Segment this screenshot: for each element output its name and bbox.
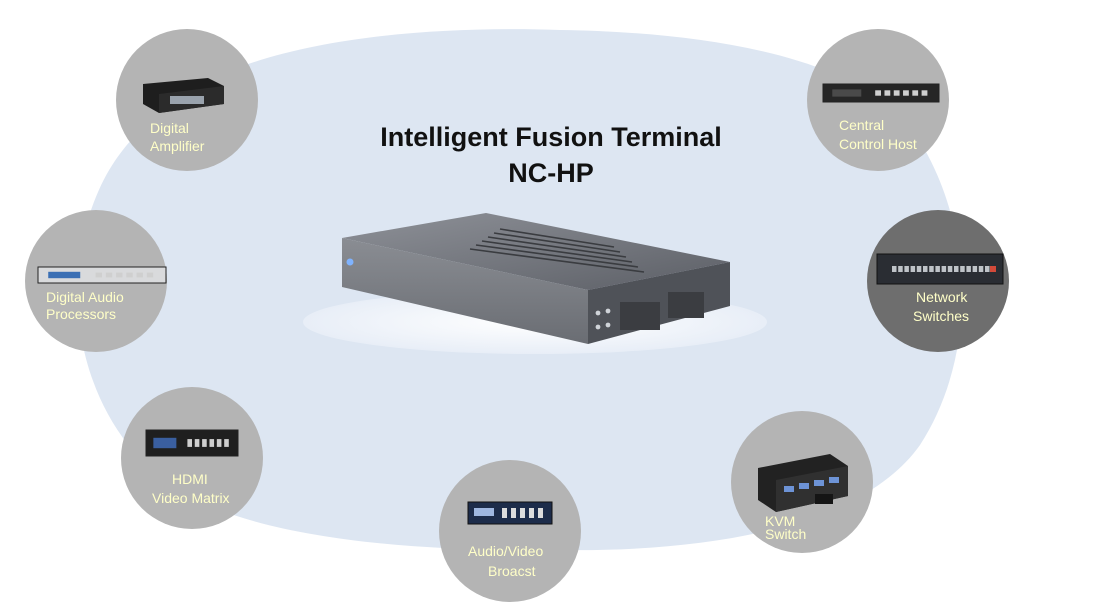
label-hdmi-video-matrix-1: HDMI	[172, 471, 208, 487]
digital-audio-processors-device-image	[37, 266, 167, 284]
label-digital-audio-processors-1: Digital Audio	[46, 289, 124, 305]
central-control-host-device-image	[822, 83, 940, 103]
device-circle	[121, 387, 263, 529]
diagram-title-line1: Intelligent Fusion Terminal	[380, 122, 722, 152]
label-digital-amplifier-2: Amplifier	[150, 138, 205, 154]
device-node-digital-audio-processors	[25, 210, 167, 352]
device-node-network-switches	[867, 210, 1009, 352]
label-kvm-switch-2: Switch	[765, 526, 807, 542]
label-audio-video-broadcast-1: Audio/Video	[468, 543, 544, 559]
device-node-hdmi-video-matrix	[121, 387, 263, 529]
device-circle	[439, 460, 581, 602]
label-audio-video-broadcast-2: Broacst	[488, 563, 536, 579]
diagram-title-line2: NC-HP	[508, 158, 594, 188]
device-node-central-control-host	[807, 29, 949, 171]
label-network-switches-2: Switches	[913, 308, 970, 324]
network-switches-device-image	[876, 253, 1004, 285]
label-hdmi-video-matrix-2: Video Matrix	[152, 490, 230, 506]
hdmi-video-matrix-device-image	[145, 429, 239, 457]
label-central-control-host-1: Central	[839, 117, 885, 133]
label-digital-audio-processors-2: Processors	[46, 306, 117, 322]
label-network-switches-1: Network	[916, 289, 968, 305]
audio-video-broadcast-device-image	[467, 501, 553, 525]
label-central-control-host-2: Control Host	[839, 136, 917, 152]
kvm-switch-device-image	[758, 454, 848, 512]
digital-amplifier-device-image	[143, 78, 224, 113]
label-digital-amplifier-1: Digital	[150, 120, 189, 136]
device-node-audio-video-broadcast	[439, 460, 581, 602]
terminal-device-image	[303, 213, 767, 354]
device-node-kvm-switch	[731, 411, 873, 553]
label-kvm-switch-1: KVM	[765, 513, 796, 529]
device-node-digital-amplifier	[116, 29, 258, 171]
